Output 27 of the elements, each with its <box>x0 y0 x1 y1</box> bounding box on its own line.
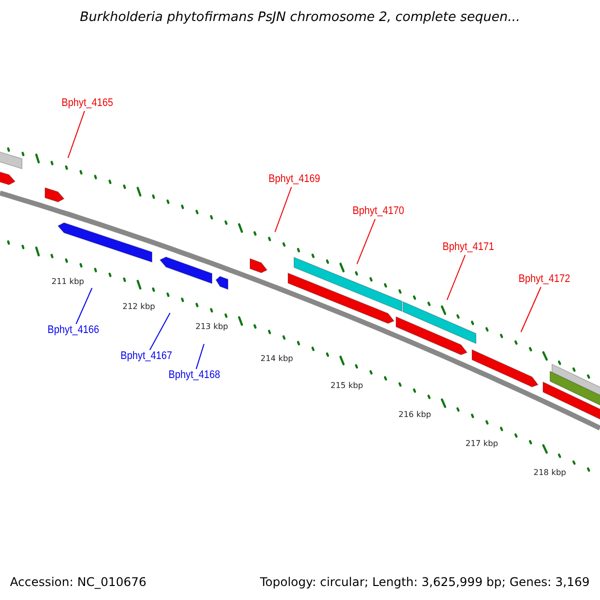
scale-label: 214 kbp <box>260 355 294 363</box>
scale-label: 211 kbp <box>52 278 84 286</box>
title: Burkholderia phytofirmans PsJN chromosome 2, complete sequen... <box>78 11 522 24</box>
gene-label: Bphyt_4165 <box>61 98 113 109</box>
footer-text: Accession: NC_010676 <box>10 576 146 588</box>
leader-line <box>274 186 292 232</box>
gene-label: Bphyt_4167 <box>120 351 172 362</box>
scale-label: 218 kbp <box>534 469 566 477</box>
scale-label: 212 kbp <box>122 303 156 311</box>
leader-line <box>196 344 204 370</box>
leader-line <box>520 286 542 332</box>
scale-label: 215 kbp <box>330 382 364 390</box>
leader-line <box>68 110 86 158</box>
gene-label: Bphyt_4172 <box>518 274 570 285</box>
leader-line <box>149 312 170 350</box>
scale-label: 216 kbp <box>398 411 432 419</box>
leader-line <box>356 218 376 264</box>
leader-line <box>76 288 92 324</box>
footer-text: Topology: circular; Length: 3,625,999 bp; Genes: 3,169 <box>260 576 590 588</box>
leader-line <box>446 254 466 300</box>
gene-label: Bphyt_4169 <box>268 174 320 185</box>
scale-label: 217 kbp <box>466 440 498 448</box>
gene-label: Bphyt_4166 <box>47 325 99 336</box>
gene-label: Bphyt_4170 <box>352 206 404 217</box>
gene-label: Bphyt_4171 <box>442 242 494 253</box>
gene-label: Bphyt_4168 <box>168 370 220 381</box>
scale-label: 213 kbp <box>196 323 228 331</box>
